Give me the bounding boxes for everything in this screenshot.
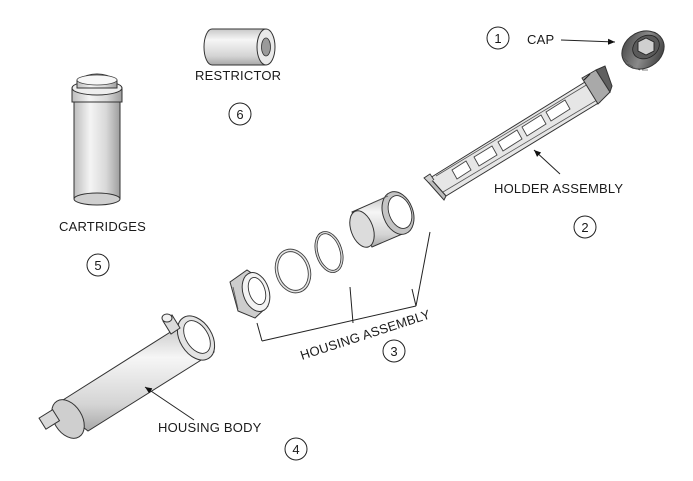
label-holder-assembly: HOLDER ASSEMBLY — [494, 181, 623, 196]
housing-assembly-parts — [229, 191, 431, 342]
holder-assembly-part — [423, 65, 613, 201]
callout-number-3: 3 — [390, 344, 397, 359]
callout-3: 3 — [382, 339, 406, 363]
label-cap: CAP — [527, 32, 554, 47]
callout-1: 1 — [486, 26, 510, 50]
holder-leader-arrow — [533, 149, 561, 175]
label-cartridges: CARTRIDGES — [59, 219, 146, 234]
label-housing-assembly: HOUSING ASSEMBLY — [298, 307, 432, 363]
cartridge-part — [71, 73, 123, 206]
callout-number-1: 1 — [494, 31, 501, 46]
callout-2: 2 — [573, 215, 597, 239]
callout-6: 6 — [228, 102, 252, 126]
callout-number-2: 2 — [581, 220, 588, 235]
o-ring-small — [274, 248, 312, 294]
hex-nut — [229, 269, 271, 319]
housing-body-part — [38, 313, 216, 439]
label-restrictor: RESTRICTOR — [195, 68, 281, 83]
callout-number-6: 6 — [236, 107, 243, 122]
housing-sleeve — [349, 191, 415, 248]
callout-4: 4 — [284, 437, 308, 461]
callout-number-4: 4 — [292, 442, 299, 457]
callout-number-5: 5 — [94, 258, 101, 273]
callout-5: 5 — [86, 253, 110, 277]
restrictor-part — [203, 28, 276, 66]
housing-body-leader-arrow — [144, 386, 195, 421]
label-housing-body: HOUSING BODY — [158, 420, 262, 435]
cap-part — [621, 30, 665, 71]
cap-leader-arrow — [560, 38, 616, 45]
